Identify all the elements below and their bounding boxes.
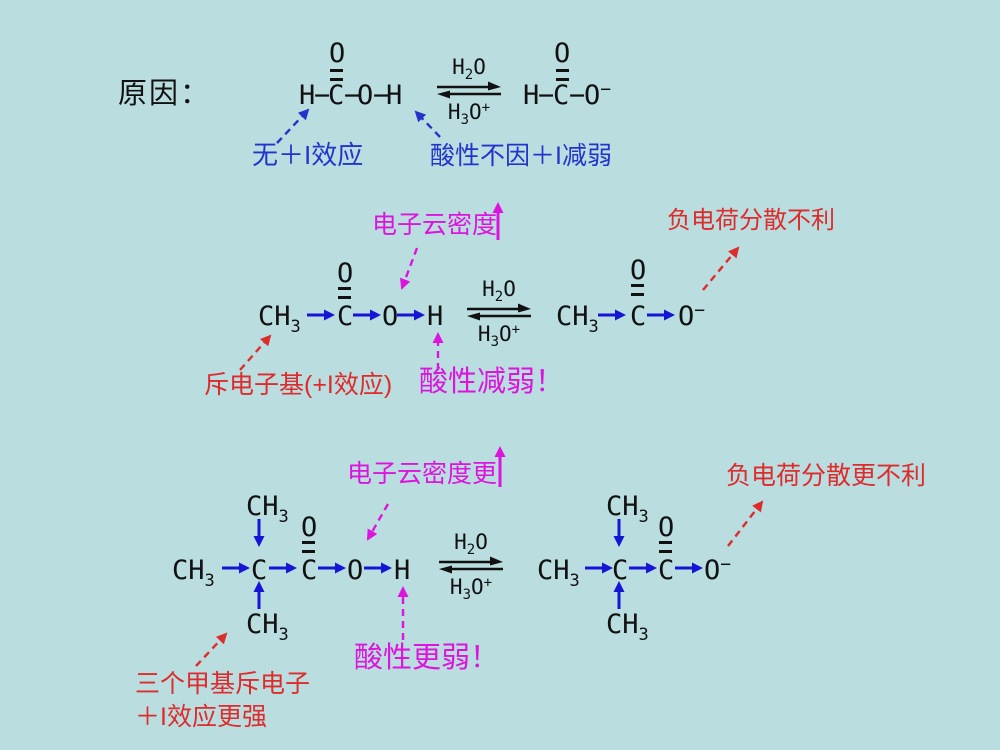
inductive-arrow-icon	[307, 309, 335, 321]
no-plus-i-label: 无＋I效应	[252, 140, 364, 170]
inductive-arrow-icon	[269, 562, 297, 574]
atom-o-carbonyl: O	[554, 38, 571, 69]
atom-h-acidic: H	[427, 301, 444, 332]
bond-dash: −	[538, 80, 555, 111]
inductive-arrow-icon	[353, 309, 381, 321]
charge-dispersal-more-label: 负电荷分散更不利	[726, 462, 927, 490]
atom-c-carbonyl: C	[337, 301, 354, 332]
pointer-arrow-icon	[397, 586, 409, 640]
hydronium-formula: H3O+	[477, 322, 521, 350]
atom-o: O	[357, 80, 374, 111]
atom-o-carbonyl: O	[329, 38, 346, 69]
acidity-weaker-label: 酸性更弱！	[354, 642, 500, 674]
inductive-arrow-icon	[364, 562, 392, 574]
bond-dash: −	[314, 80, 331, 111]
atom-o-charged: O−	[704, 554, 732, 586]
inductive-arrow-icon	[613, 519, 625, 547]
double-bond	[302, 541, 315, 553]
hydronium-formula: H3O+	[449, 575, 493, 603]
pointer-arrow-icon	[276, 108, 310, 144]
inductive-arrow-icon	[222, 562, 250, 574]
up-arrow-icon	[492, 202, 504, 240]
double-bond	[556, 69, 569, 81]
pointer-arrow-icon	[414, 110, 441, 138]
atom-o-carbonyl: O	[658, 512, 675, 543]
inductive-arrow-icon	[598, 309, 626, 321]
atom-c-carbonyl: C	[301, 555, 318, 586]
water-formula: H2O	[454, 530, 488, 558]
atom-c-carbonyl: C	[630, 301, 647, 332]
acidity-weakened-label: 酸性减弱！	[419, 366, 565, 398]
acidity-not-weakened-label: 酸性不因＋I减弱	[430, 142, 612, 170]
atom-o-carbonyl: O	[301, 512, 318, 543]
atom-c: C	[553, 80, 570, 111]
reason-label: 原因：	[118, 78, 212, 110]
atom-o: O	[347, 555, 364, 586]
methyl-group: CH3	[172, 555, 215, 591]
pointer-arrow-icon	[702, 246, 740, 291]
methyl-group: CH3	[606, 491, 649, 527]
atom-h: H	[299, 80, 316, 111]
equilibrium-block: H2O H3O+	[436, 55, 502, 128]
water-formula: H2O	[482, 277, 516, 305]
inductive-arrow-icon	[397, 309, 425, 321]
atom-h-acidic: H	[394, 555, 411, 586]
electron-density-label: 电子云密度	[372, 211, 498, 239]
electron-repelling-group-label: 斥电子基(+I效应)	[204, 371, 393, 399]
double-bond	[659, 541, 672, 553]
bond-dash: −	[373, 80, 390, 111]
atom-c-central: C	[251, 555, 268, 586]
equilibrium-arrows-icon	[437, 81, 501, 99]
three-methyls-label-line1: 三个甲基斥电子	[135, 670, 311, 698]
inductive-arrow-icon	[253, 581, 265, 609]
pointer-arrow-icon	[727, 500, 764, 547]
inductive-arrow-icon	[318, 562, 346, 574]
inductive-arrow-icon	[253, 519, 265, 547]
double-bond	[338, 287, 351, 299]
methyl-group: CH3	[246, 609, 289, 645]
inductive-arrow-icon	[613, 581, 625, 609]
atom-c: C	[328, 80, 345, 111]
water-formula: H2O	[452, 55, 486, 83]
equilibrium-block: H2O H3O+	[466, 277, 532, 350]
atom-o-carbonyl: O	[337, 258, 354, 289]
inductive-arrow-icon	[585, 562, 613, 574]
atom-o-carbonyl: O	[630, 255, 647, 286]
three-methyls-label-line2: ＋I效应更强	[135, 703, 267, 731]
pointer-arrow-icon	[400, 247, 419, 290]
methyl-group: CH3	[606, 609, 649, 645]
atom-o: O	[382, 301, 399, 332]
pointer-arrow-icon	[195, 632, 228, 667]
methyl-group: CH3	[258, 301, 301, 337]
equilibrium-arrows-icon	[439, 556, 503, 574]
atom-h: H	[523, 80, 540, 111]
charge-dispersal-label: 负电荷分散不利	[667, 207, 835, 234]
inductive-arrow-icon	[629, 562, 657, 574]
up-arrow-icon	[494, 446, 506, 487]
atom-o-charged: O−	[678, 300, 706, 332]
pointer-arrow-icon	[432, 332, 444, 370]
double-bond	[631, 284, 644, 296]
methyl-group: CH3	[246, 491, 289, 527]
atom-h-acidic: H	[386, 80, 403, 111]
atom-c-central: C	[612, 555, 629, 586]
inductive-arrow-icon	[675, 562, 703, 574]
electron-density-more-label: 电子云密度更	[347, 460, 498, 488]
pointer-arrow-icon	[239, 334, 272, 371]
bond-dash: −	[569, 80, 586, 111]
methyl-group: CH3	[537, 555, 580, 591]
inductive-arrow-icon	[647, 309, 675, 321]
hydronium-formula: H3O+	[447, 100, 491, 128]
equilibrium-block: H2O H3O+	[438, 530, 504, 603]
atom-c-carbonyl: C	[658, 555, 675, 586]
bond-dash: −	[344, 80, 361, 111]
atom-o-charged: O−	[584, 79, 612, 111]
pointer-arrow-icon	[366, 503, 390, 541]
methyl-group: CH3	[556, 301, 599, 337]
equilibrium-arrows-icon	[467, 303, 531, 321]
double-bond	[330, 69, 343, 81]
